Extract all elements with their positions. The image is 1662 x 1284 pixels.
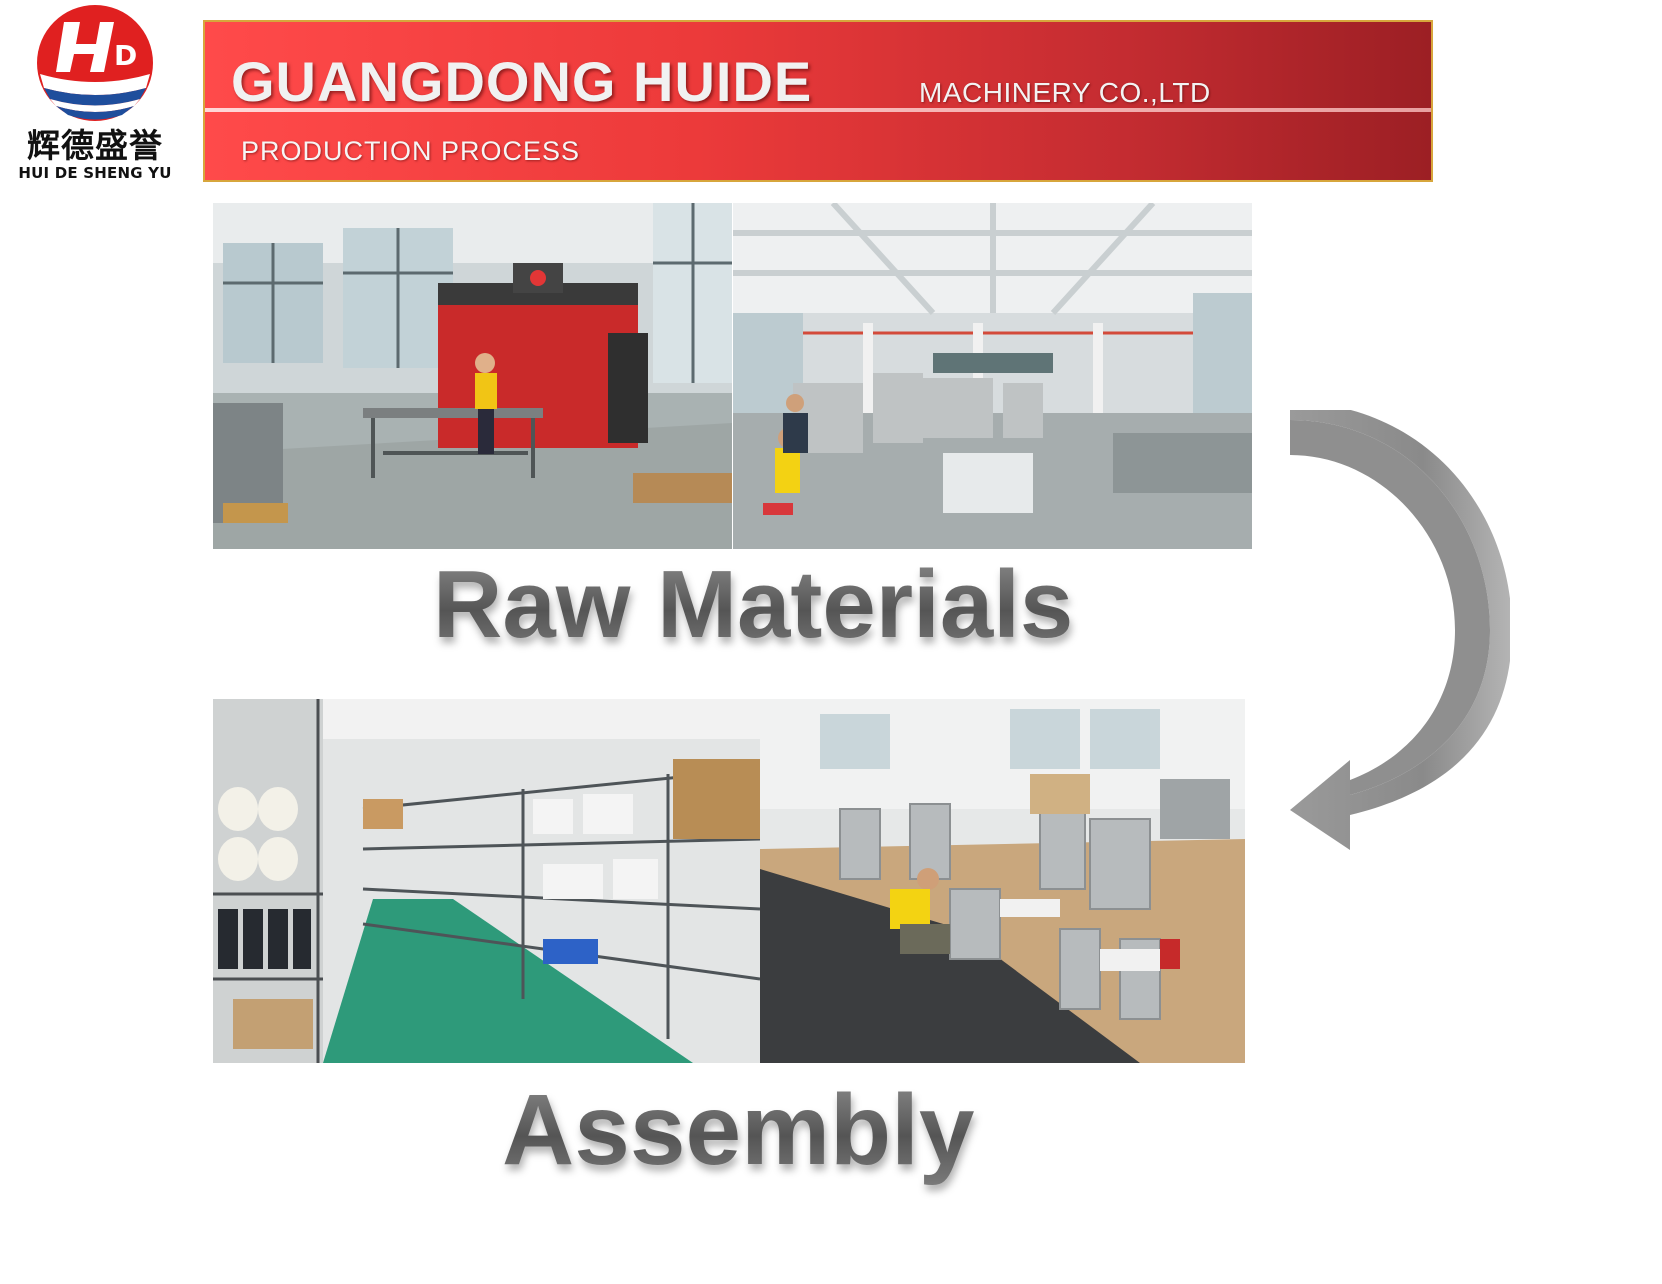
header-banner: GUANGDONG HUIDE MACHINERY CO.,LTD PRODUC… bbox=[203, 20, 1433, 182]
banner-subtitle: PRODUCTION PROCESS bbox=[241, 136, 581, 166]
curved-arrow-down-left-icon bbox=[1290, 410, 1510, 850]
banner-divider bbox=[205, 108, 1431, 112]
banner-company-suffix: MACHINERY CO.,LTD bbox=[919, 77, 1211, 108]
hd-logo-icon: HD D bbox=[37, 5, 153, 121]
photo-assembly-floor bbox=[760, 699, 1245, 1063]
photo-workshop-hall bbox=[733, 203, 1252, 549]
stage-label-raw-materials: Raw Materials bbox=[433, 551, 1074, 658]
svg-text:D: D bbox=[114, 39, 137, 72]
logo-english-name: HUI DE SHENG YU bbox=[18, 164, 172, 182]
company-logo: HD D 辉德盛誉 HUI DE SHENG YU bbox=[0, 0, 190, 190]
photo-parts-warehouse bbox=[213, 699, 760, 1063]
stage-label-assembly: Assembly bbox=[502, 1074, 975, 1186]
photo-press-brake-workshop bbox=[213, 203, 732, 549]
logo-chinese-name: 辉德盛誉 bbox=[27, 126, 163, 165]
banner-title: GUANGDONG HUIDE bbox=[231, 50, 813, 113]
